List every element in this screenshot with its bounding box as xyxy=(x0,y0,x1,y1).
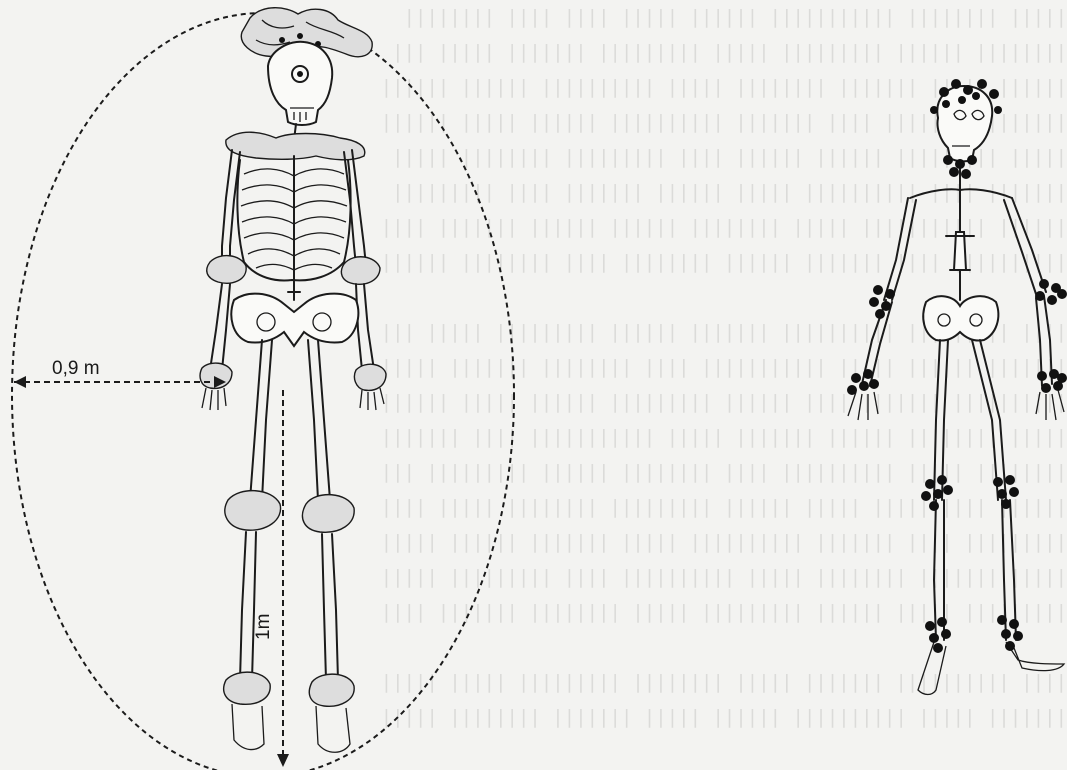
skull xyxy=(268,42,332,125)
ornament-dots xyxy=(847,79,1067,653)
width-label: 0,9 m xyxy=(52,358,100,379)
width-dimension: 0,9 m xyxy=(14,358,226,388)
rib-cage xyxy=(237,156,350,286)
pelvis xyxy=(231,294,358,346)
height-dimension: 1m xyxy=(253,390,289,767)
schematic-pelvis xyxy=(923,296,998,340)
height-label: 1m xyxy=(253,614,274,640)
lumbar-spine xyxy=(288,286,300,300)
arrow-down-icon xyxy=(277,754,289,767)
arrow-left-icon xyxy=(14,376,26,388)
burial-outline-ellipse xyxy=(12,13,514,770)
excavated-skeleton-figure xyxy=(12,8,514,770)
schematic-skeleton-figure xyxy=(847,79,1067,695)
legs xyxy=(224,340,354,752)
